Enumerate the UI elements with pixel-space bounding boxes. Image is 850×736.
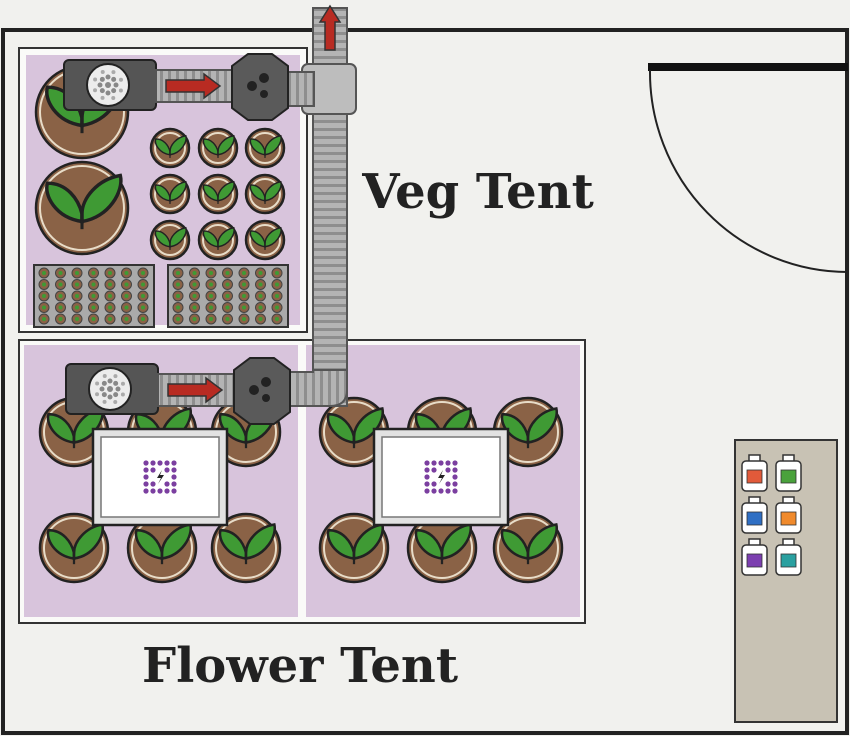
veg-duct-connector	[287, 71, 315, 107]
nutrient-bottle-icon	[741, 496, 768, 534]
veg-small-pot	[149, 173, 191, 215]
veg-small-pot	[244, 127, 286, 169]
nutrient-bottle-icon	[741, 538, 768, 576]
exhaust-arrow-up	[318, 4, 342, 51]
veg-small-pot	[149, 127, 191, 169]
veg-ventilation	[63, 53, 315, 121]
flower-carbon-filter-icon	[233, 357, 291, 425]
veg-tent-label: Veg Tent	[361, 164, 593, 220]
veg-fan-icon	[86, 63, 130, 107]
veg-small-pot	[197, 219, 239, 261]
nutrient-shelf	[734, 439, 838, 723]
veg-small-pot	[149, 219, 191, 261]
flower-pot	[406, 512, 478, 584]
led-grow-light-icon	[91, 427, 229, 527]
flower-airflow-arrow	[167, 376, 224, 404]
seedling-tray	[167, 264, 289, 328]
flower-tent-label: Flower Tent	[142, 638, 458, 694]
flower-pot	[492, 512, 564, 584]
flower-fan-icon	[88, 367, 132, 411]
exhaust-duct-vertical	[312, 109, 348, 407]
veg-small-pot	[197, 127, 239, 169]
flower-pot	[318, 512, 390, 584]
flower-pot	[38, 512, 110, 584]
led-grow-light-icon	[372, 427, 510, 527]
nutrient-bottle-icon	[775, 496, 802, 534]
flower-duct-elbow	[287, 369, 348, 407]
veg-small-pot	[244, 173, 286, 215]
nutrient-bottle-icon	[775, 538, 802, 576]
veg-airflow-arrow	[165, 72, 222, 100]
veg-carbon-filter-icon	[231, 53, 289, 121]
veg-small-pot	[197, 173, 239, 215]
seedling-tray	[33, 264, 155, 328]
veg-large-pot	[34, 160, 130, 256]
door-swing-icon	[648, 63, 849, 273]
nutrient-bottle-icon	[775, 454, 802, 492]
flower-pot	[210, 512, 282, 584]
nutrient-bottle-icon	[741, 454, 768, 492]
veg-small-pot	[244, 219, 286, 261]
flower-ventilation	[65, 357, 348, 425]
